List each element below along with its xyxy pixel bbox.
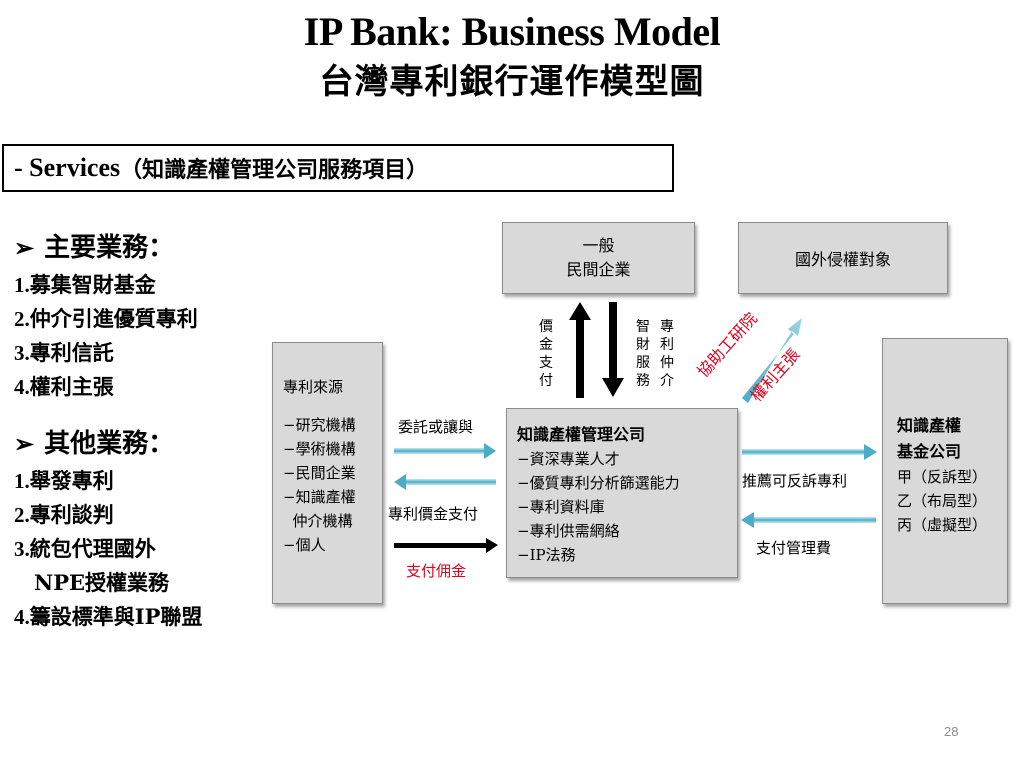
list-item: −學術機構 [283, 440, 356, 458]
assist-itri-arrow [742, 318, 802, 403]
list-item: 甲（反訴型） [897, 468, 988, 486]
patent-payment-arrow [394, 474, 496, 490]
list-item: 4.權利主張 [14, 374, 114, 399]
ip-company-heading: 知識產權管理公司 [517, 425, 646, 444]
foreign-target-box: 國外侵權對象 [738, 222, 948, 294]
list-item: −民間企業 [283, 464, 356, 482]
triangle-bullet-icon: ➢ [14, 429, 35, 458]
title-english: IP Bank: Business Model [303, 9, 721, 54]
list-item: −知識產權 [283, 488, 356, 506]
management-fee-label: 支付管理費 [756, 539, 832, 557]
services-label: - Services [14, 153, 121, 182]
ip-services-label: 智財服務 [636, 319, 650, 389]
list-item: −專利資料庫 [517, 498, 605, 516]
patent-source-box: 專利來源 −研究機構 −學術機構 −民間企業 −知識產權 仲介機構 −個人 [272, 342, 383, 604]
general-company-box: 一般 民間企業 [502, 222, 695, 294]
ip-services-arrow [602, 302, 624, 397]
fund-company-heading: 基金公司 [897, 442, 962, 461]
commission-label: 支付佣金 [406, 562, 467, 580]
list-item: 3.統包代理國外 [14, 536, 156, 561]
list-item: −個人 [283, 536, 326, 554]
management-fee-arrow [741, 512, 876, 528]
other-business-list: ➢其他業務： 1.舉發專利 2.專利談判 3.統包代理國外 NPE授權業務 4.… [14, 424, 202, 634]
services-subtitle: （知識產權管理公司服務項目） [120, 157, 429, 183]
list-item: NPE授權業務 [34, 570, 169, 595]
main-business-heading: ➢主要業務： [14, 233, 175, 263]
ip-company-box: 知識產權管理公司 −資深專業人才 −優質專利分析篩選能力 −專利資料庫 −專利供… [506, 408, 738, 578]
entrust-arrow [394, 443, 496, 459]
patent-source-heading: 專利來源 [283, 378, 344, 396]
list-item: 丙（虛擬型） [897, 516, 988, 534]
list-item: 乙（布局型） [897, 492, 988, 510]
list-item: −研究機構 [283, 416, 356, 434]
list-item: −IP法務 [517, 546, 576, 564]
list-item: −專利供需網絡 [517, 522, 620, 540]
entrust-label: 委託或讓與 [398, 418, 474, 436]
list-item: 3.專利信託 [14, 340, 114, 365]
title-chinese: 台灣專利銀行運作模型圖 [319, 62, 705, 102]
list-item: 仲介機構 [283, 512, 353, 530]
page-number: 28 [944, 724, 959, 739]
patent-brokerage-label: 專利仲介 [660, 319, 674, 389]
list-item: −優質專利分析篩選能力 [517, 474, 680, 492]
list-item: 1.舉發專利 [14, 468, 114, 493]
other-business-heading: ➢其他業務： [14, 429, 175, 459]
list-item: 2.專利談判 [14, 502, 114, 527]
main-business-list: ➢主要業務： 1.募集智財基金 2.仲介引進優質專利 3.專利信託 4.權利主張 [14, 228, 198, 404]
recommend-arrow [742, 444, 877, 460]
list-item: 1.募集智財基金 [14, 272, 156, 297]
price-payment-arrow [569, 302, 591, 398]
list-item: 4.籌設標準與IP聯盟 [14, 604, 203, 629]
fund-company-box: 知識產權 基金公司 甲（反訴型） 乙（布局型） 丙（虛擬型） [882, 338, 1008, 604]
recommend-label: 推薦可反訴專利 [742, 472, 848, 490]
triangle-bullet-icon: ➢ [14, 233, 35, 262]
commission-arrow [394, 538, 498, 553]
services-box: - Services （知識產權管理公司服務項目） [2, 144, 674, 192]
fund-company-heading: 知識產權 [897, 416, 962, 435]
list-item: −資深專業人才 [517, 450, 620, 468]
list-item: 2.仲介引進優質專利 [14, 306, 198, 331]
patent-payment-label: 專利價金支付 [388, 505, 479, 523]
price-payment-label: 價金支付 [539, 319, 553, 389]
